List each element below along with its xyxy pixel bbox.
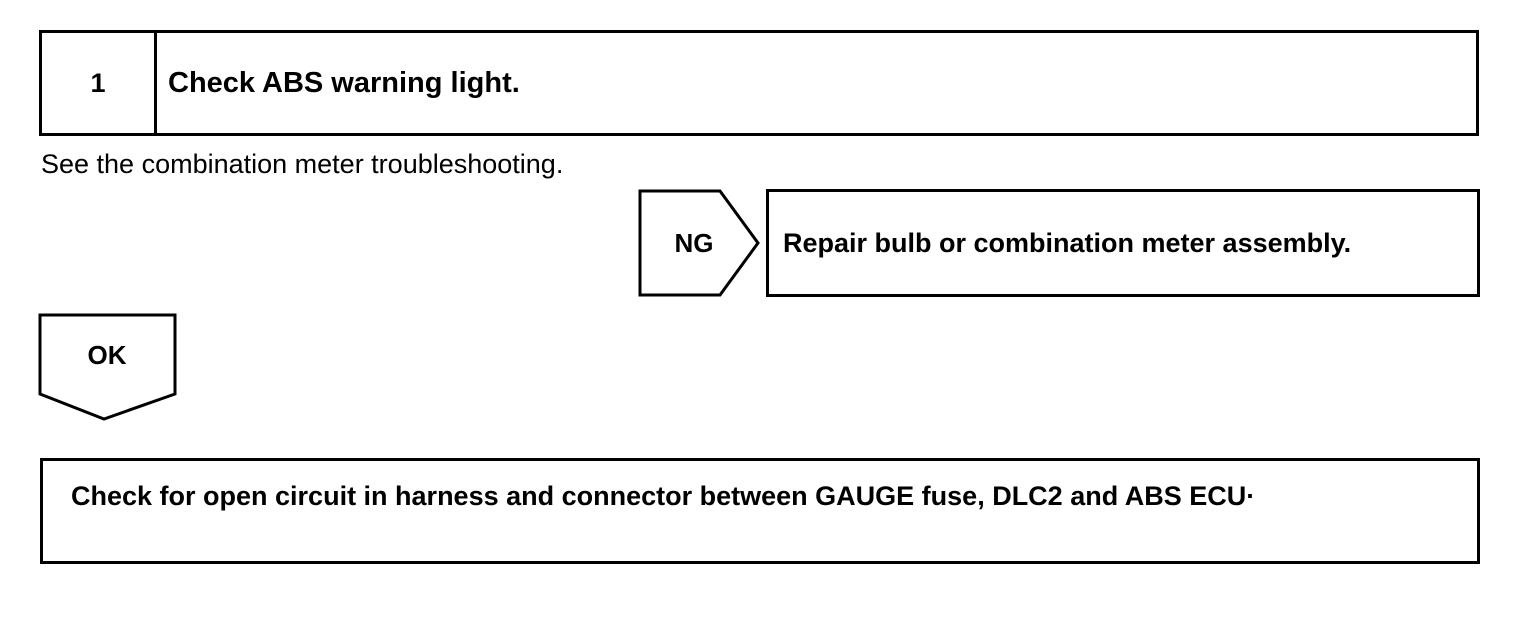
next-step-text: Check for open circuit in harness and co…	[71, 481, 1256, 511]
step-header-box: 1 Check ABS warning light.	[39, 30, 1479, 136]
step-title: Check ABS warning light.	[168, 66, 520, 99]
ng-result-text: Repair bulb or combination meter assembl…	[783, 227, 1352, 258]
ok-label: OK	[87, 339, 127, 370]
instruction-text: See the combination meter troubleshootin…	[41, 149, 564, 179]
next-step-box: Check for open circuit in harness and co…	[40, 458, 1480, 564]
ng-label: NG	[674, 227, 714, 258]
ng-result-box: Repair bulb or combination meter assembl…	[766, 189, 1480, 297]
step-number: 1	[42, 33, 157, 133]
